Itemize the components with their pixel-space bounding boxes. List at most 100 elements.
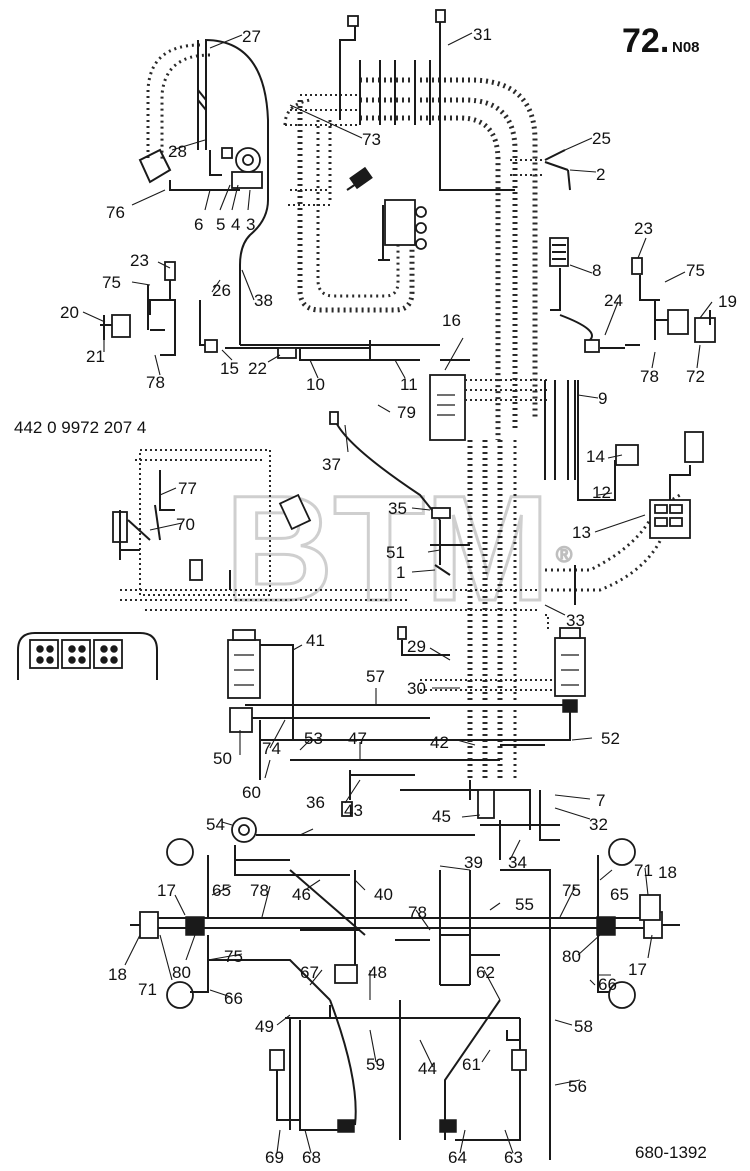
callout-78-lower-center: 78: [408, 903, 427, 922]
callout-50: 50: [213, 749, 232, 768]
main-harness-top: [283, 9, 571, 440]
callout-59: 59: [366, 1055, 385, 1074]
bottom-lamps: [269, 999, 527, 1141]
callout-25: 25: [592, 129, 611, 148]
callout-70: 70: [176, 515, 195, 534]
callout-45: 45: [432, 807, 451, 826]
callout-19: 19: [718, 292, 737, 311]
callout-77: 77: [178, 479, 197, 498]
callout-leaders: [82, 32, 713, 1154]
callout-34: 34: [508, 853, 527, 872]
callout-80-right: 80: [562, 947, 581, 966]
callout-2: 2: [596, 165, 605, 184]
callout-78-lower-left: 78: [250, 881, 269, 900]
callout-12: 12: [592, 483, 611, 502]
sheet-title-main: 72.: [622, 22, 669, 60]
callout-62: 62: [476, 963, 495, 982]
battery-section: [227, 627, 586, 841]
callout-60: 60: [242, 783, 261, 802]
callout-73: 73: [362, 130, 381, 149]
callout-54: 54: [206, 815, 225, 834]
callout-61: 61: [462, 1055, 481, 1074]
part-number: 442 0 9972 207 4: [14, 418, 146, 437]
callout-57: 57: [366, 667, 385, 686]
callout-56: 56: [568, 1077, 587, 1096]
callout-10: 10: [306, 375, 325, 394]
axle-line: [130, 838, 680, 1160]
callout-17-right: 17: [628, 960, 647, 979]
watermark: BTM: [225, 464, 550, 632]
callout-68: 68: [302, 1148, 321, 1167]
callout-65-right: 65: [610, 885, 629, 904]
callout-24: 24: [604, 291, 623, 310]
callout-27: 27: [242, 27, 261, 46]
callout-48: 48: [368, 963, 387, 982]
right-block-13-14: [545, 431, 704, 630]
callout-11: 11: [400, 375, 418, 394]
callout-14: 14: [586, 447, 605, 466]
callout-47: 47: [348, 729, 367, 748]
callout-80-left: 80: [172, 963, 191, 982]
callout-23-right: 23: [634, 219, 653, 238]
sheet-title-suffix: N08: [672, 39, 700, 56]
callout-65-left: 65: [212, 881, 231, 900]
callout-75-right: 75: [686, 261, 705, 280]
callout-29: 29: [407, 637, 426, 656]
callout-42: 42: [430, 733, 449, 752]
callout-18-right: 18: [658, 863, 677, 882]
callout-55: 55: [515, 895, 534, 914]
callout-32: 32: [589, 815, 608, 834]
callout-52: 52: [601, 729, 620, 748]
callout-37: 37: [322, 455, 341, 474]
callout-3: 3: [246, 215, 255, 234]
callout-38: 38: [254, 291, 273, 310]
callout-26: 26: [212, 281, 231, 300]
callout-20: 20: [60, 303, 79, 322]
callout-15: 15: [220, 359, 239, 378]
drawing-number: 680-1392: [635, 1143, 707, 1162]
callout-36: 36: [306, 793, 325, 812]
callout-17-left: 17: [157, 881, 176, 900]
callout-78-left: 78: [146, 373, 165, 392]
callout-39: 39: [464, 853, 483, 872]
callout-28: 28: [168, 142, 187, 161]
callout-7: 7: [596, 791, 605, 810]
watermark-registered-mark: ®: [556, 542, 572, 567]
callout-64: 64: [448, 1148, 467, 1167]
callout-41: 41: [306, 631, 325, 650]
callout-76: 76: [106, 203, 125, 222]
callout-30: 30: [407, 679, 426, 698]
connector-legend-icon: [17, 632, 158, 680]
callout-75-left: 75: [102, 273, 121, 292]
callout-35: 35: [388, 499, 407, 518]
callout-46: 46: [292, 885, 311, 904]
callout-33: 33: [566, 611, 585, 630]
callout-72: 72: [686, 367, 705, 386]
callout-31: 31: [473, 25, 492, 44]
callout-75-lower-right: 75: [562, 881, 581, 900]
callout-58: 58: [574, 1017, 593, 1036]
callout-4: 4: [231, 215, 240, 234]
center-vertical-harness: [329, 411, 560, 800]
callout-69: 69: [265, 1148, 284, 1167]
callout-6: 6: [194, 215, 203, 234]
callout-13: 13: [572, 523, 591, 542]
callout-67: 67: [300, 963, 319, 982]
callout-74: 74: [262, 739, 281, 758]
callout-75-lower-left: 75: [224, 947, 243, 966]
callout-labels: 27 31 73 28 25 2 76 6 5 4 3 23 75 26 38 …: [60, 25, 737, 1167]
callout-79: 79: [397, 403, 416, 422]
callout-66-left: 66: [224, 989, 243, 1008]
callout-53: 53: [304, 729, 323, 748]
callout-44: 44: [418, 1059, 437, 1078]
sheet-title: 72. N08: [622, 22, 700, 60]
mid-harness: [231, 817, 560, 984]
callout-78-right: 78: [640, 367, 659, 386]
callout-22: 22: [248, 359, 267, 378]
callout-5: 5: [216, 215, 225, 234]
callout-21: 21: [86, 347, 105, 366]
callout-51: 51: [386, 543, 405, 562]
callout-63: 63: [504, 1148, 523, 1167]
left-cluster: [100, 261, 470, 361]
